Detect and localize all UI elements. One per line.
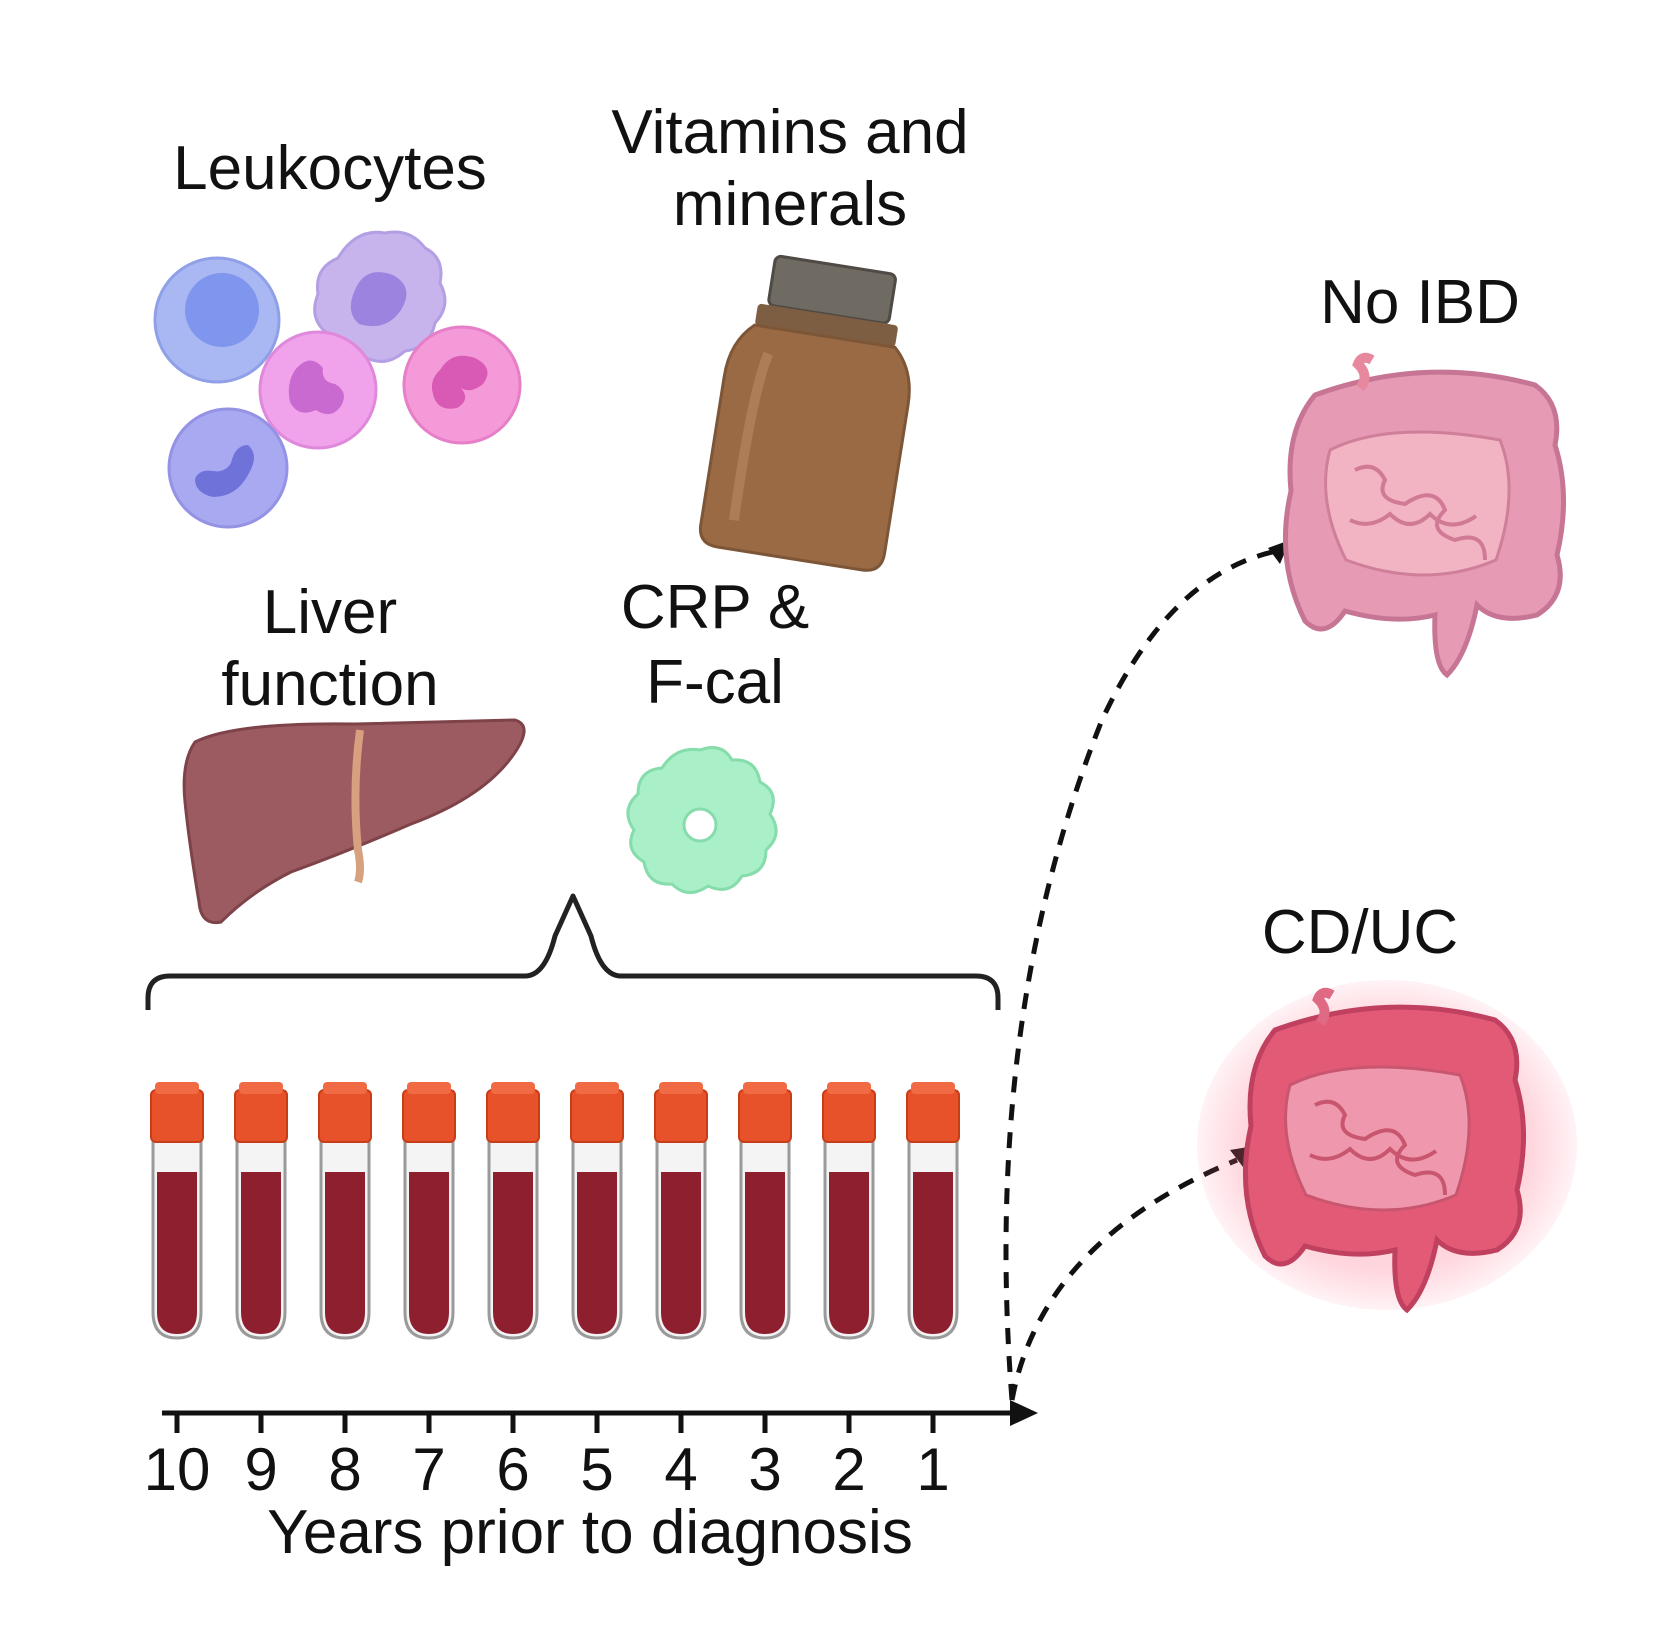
supplement-bottle-icon	[698, 254, 911, 572]
crp-label-line2: F-cal	[646, 648, 784, 717]
blood-tube-icon	[906, 1082, 960, 1340]
timeline-tick-label: 1	[916, 1436, 950, 1503]
blood-tube-icon	[318, 1082, 372, 1340]
timeline-tick-label: 9	[244, 1436, 278, 1503]
timeline-tick-label: 2	[832, 1436, 866, 1503]
inflamed-intestine-icon	[1197, 980, 1577, 1314]
crp-label-line1: CRP &	[620, 573, 810, 642]
bracket-brace	[145, 893, 1001, 1010]
timeline-tick-label: 5	[580, 1436, 614, 1503]
axis-title: Years prior to diagnosis	[267, 1498, 913, 1567]
blood-tube-icon	[234, 1082, 288, 1340]
timeline-tick-label: 8	[328, 1436, 362, 1503]
blood-tube-icon	[486, 1082, 540, 1340]
arrow-to-no-ibd	[1003, 547, 1283, 1401]
vitamins-label-line1: Vitamins and	[611, 98, 969, 167]
timeline-axis	[162, 1400, 1038, 1433]
no-ibd-label: No IBD	[1320, 268, 1520, 337]
leukocyte-cells-icon	[153, 230, 522, 529]
arrow-to-cd-uc	[1009, 1157, 1238, 1401]
blood-tube-icon	[822, 1082, 876, 1340]
liver-icon	[182, 718, 526, 925]
timeline-tick-label: 4	[664, 1436, 698, 1503]
blood-tubes-row	[150, 1082, 960, 1340]
blood-tube-icon	[654, 1082, 708, 1340]
crp-protein-icon	[626, 746, 778, 894]
cd-uc-label: CD/UC	[1261, 898, 1459, 967]
blood-tube-icon	[150, 1082, 204, 1340]
vitamins-label-line2: minerals	[672, 170, 908, 239]
blood-tube-icon	[570, 1082, 624, 1340]
liver-label-line2: function	[221, 650, 439, 719]
timeline-tick-label: 7	[412, 1436, 446, 1503]
timeline-tick-label: 10	[143, 1436, 211, 1503]
blood-tube-icon	[738, 1082, 792, 1340]
liver-label-line1: Liver	[262, 578, 398, 647]
timeline-tick-label: 6	[496, 1436, 530, 1503]
timeline-tick-label: 3	[748, 1436, 782, 1503]
leukocytes-label: Leukocytes	[173, 134, 487, 203]
healthy-intestine-icon	[1282, 352, 1567, 679]
blood-tube-icon	[402, 1082, 456, 1340]
